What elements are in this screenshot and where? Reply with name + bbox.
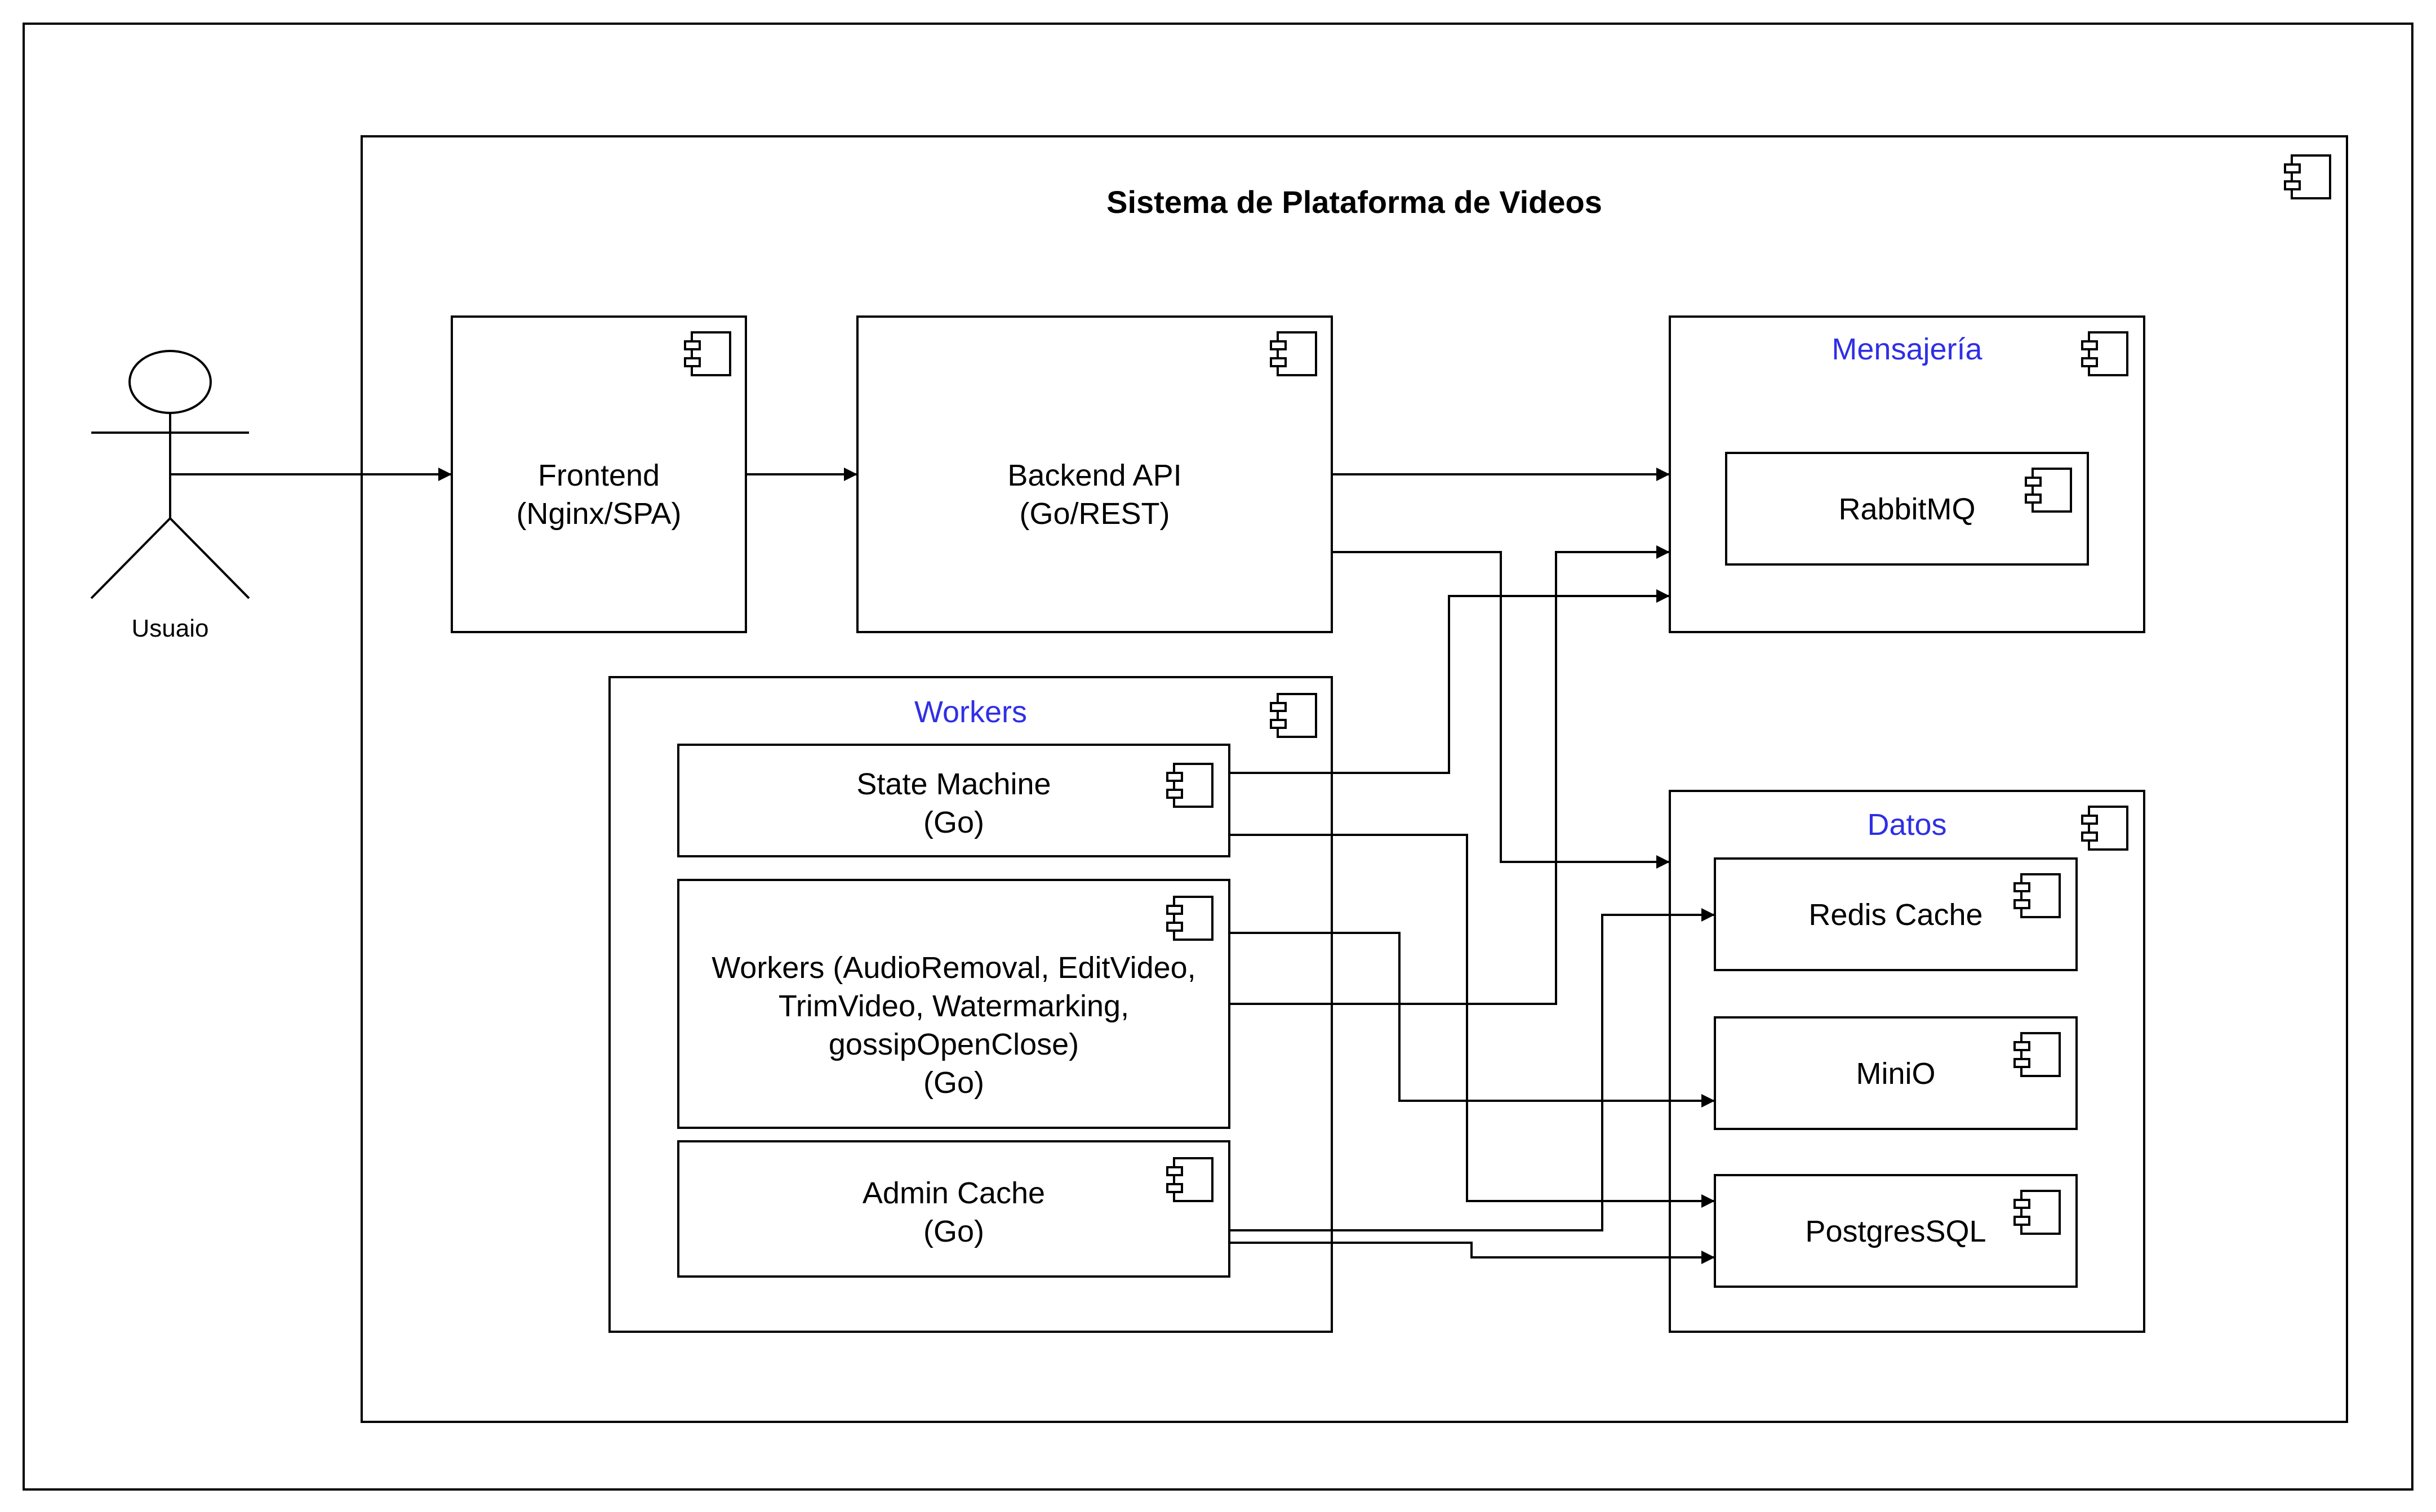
component-icon (684, 331, 731, 376)
admin-cache-label-line2: (Go) (923, 1215, 984, 1248)
messaging-label: Mensajería (1832, 332, 1982, 366)
edge-workers-to-minio[interactable] (1229, 932, 1715, 1108)
actor-left-leg (90, 517, 171, 599)
edge-admin-cache-to-postgres[interactable] (1229, 1242, 1715, 1264)
actor-usuario[interactable]: Usuaio (90, 350, 250, 642)
workers-group-label: Workers (914, 695, 1027, 729)
state-machine-label-line1: State Machine (856, 767, 1051, 801)
rabbitmq-label: RabbitMQ (1838, 492, 1975, 526)
system-title: Sistema de Plataforma de Videos (1106, 184, 1602, 220)
postgres-component[interactable]: PostgresSQL (1714, 1174, 2078, 1288)
admin-cache-label-line1: Admin Cache (863, 1176, 1045, 1210)
frontend-label-line2: (Nginx/SPA) (516, 497, 681, 531)
workers-label-line4: (Go) (923, 1066, 984, 1100)
component-icon (1166, 896, 1213, 941)
edge-workers-to-messaging[interactable] (1229, 545, 1670, 1005)
workers-label-line2: TrimVideo, Watermarking, (779, 989, 1129, 1023)
rabbitmq-component[interactable]: RabbitMQ (1725, 452, 2089, 566)
minio-component[interactable]: MiniO (1714, 1016, 2078, 1130)
edge-backend-to-data[interactable] (1332, 551, 1670, 869)
frontend-component[interactable]: Frontend (Nginx/SPA) (451, 315, 747, 633)
admin-cache-component[interactable]: Admin Cache (Go) (677, 1140, 1230, 1278)
component-icon (2025, 468, 2072, 513)
state-machine-label-line2: (Go) (923, 806, 984, 839)
component-icon (1270, 693, 1317, 738)
backend-box (856, 315, 1333, 633)
postgres-label: PostgresSQL (1805, 1215, 1986, 1248)
admin-cache-box (677, 1140, 1230, 1278)
component-icon (1270, 331, 1317, 376)
minio-label: MiniO (1856, 1057, 1935, 1091)
edge-state-machine-to-postgres[interactable] (1229, 834, 1715, 1208)
workers-box (677, 879, 1230, 1129)
workers-component[interactable]: Workers (AudioRemoval, EditVideo, TrimVi… (677, 879, 1230, 1129)
component-icon (1166, 763, 1213, 808)
backend-label-line1: Backend API (1007, 459, 1181, 492)
component-icon (1166, 1157, 1213, 1202)
rabbitmq-box (1725, 452, 2089, 566)
redis-label: Redis Cache (1808, 898, 1982, 932)
actor-right-leg (169, 517, 250, 599)
actor-head (128, 350, 212, 414)
state-machine-component[interactable]: State Machine (Go) (677, 744, 1230, 857)
component-icon (2081, 331, 2128, 376)
component-icon (2081, 806, 2128, 851)
workers-label-line3: gossipOpenClose) (829, 1028, 1079, 1061)
state-machine-box (677, 744, 1230, 857)
component-icon (2013, 1032, 2061, 1077)
edge-admin-cache-to-redis[interactable] (1229, 908, 1715, 1231)
backend-component[interactable]: Backend API (Go/REST) (856, 315, 1333, 633)
backend-label-line2: (Go/REST) (1019, 497, 1170, 531)
postgres-box (1714, 1174, 2078, 1288)
minio-box (1714, 1016, 2078, 1130)
workers-label-line1: Workers (AudioRemoval, EditVideo, (712, 951, 1195, 985)
edge-state-machine-to-messaging[interactable] (1229, 589, 1670, 774)
actor-label: Usuaio (132, 615, 209, 642)
component-icon (2013, 1190, 2061, 1235)
frontend-label-line1: Frontend (538, 459, 660, 492)
component-icon (2284, 154, 2331, 199)
data-group-label: Datos (1867, 808, 1946, 842)
redis-box (1714, 857, 2078, 971)
component-icon (2013, 873, 2061, 918)
redis-component[interactable]: Redis Cache (1714, 857, 2078, 971)
